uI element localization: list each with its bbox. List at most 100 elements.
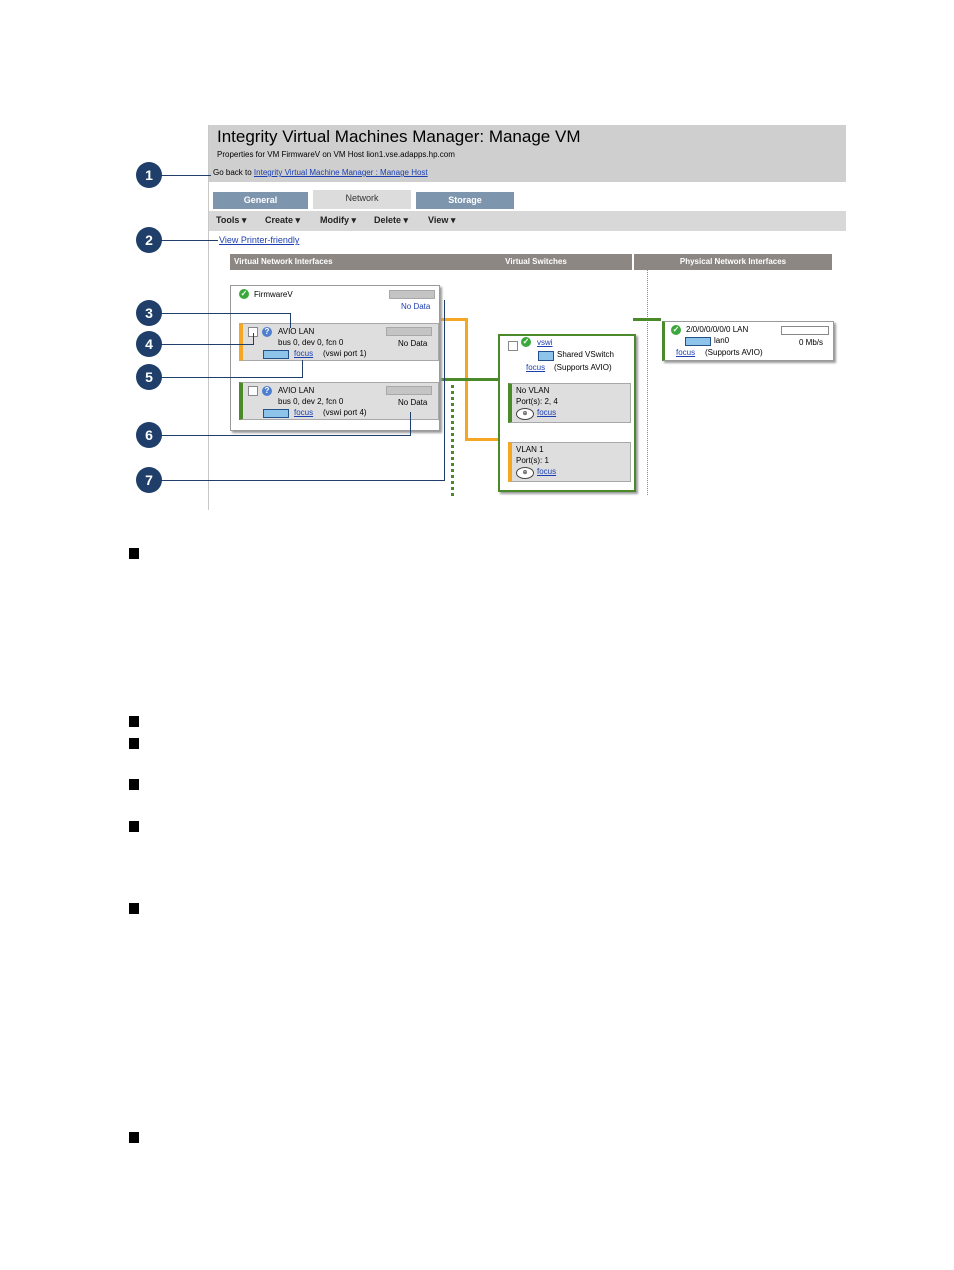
go-back-link[interactable]: Integrity Virtual Machine Manager : Mana… xyxy=(253,168,428,177)
bullet-marker xyxy=(129,1132,139,1143)
nic-type: AVIO LAN xyxy=(278,386,315,395)
pnic-support: (Supports AVIO) xyxy=(705,348,763,357)
help-icon: ? xyxy=(262,386,272,396)
ok-icon: ✓ xyxy=(239,289,249,299)
callout-leader xyxy=(290,313,291,328)
vm-name: FirmwareV xyxy=(254,290,293,299)
nic-card: ? AVIO LAN bus 0, dev 2, fcn 0 focus (vs… xyxy=(239,382,439,420)
pnic-speed: 0 Mb/s xyxy=(799,338,824,347)
utilization-bar xyxy=(386,386,432,395)
vlan-focus-link[interactable]: focus xyxy=(537,408,557,417)
bullet-marker xyxy=(129,903,139,914)
view-printer-friendly-link[interactable]: View Printer-friendly xyxy=(219,235,300,245)
vlan-focus-link[interactable]: focus xyxy=(537,467,557,476)
callout-1: 1 xyxy=(136,162,162,188)
nic-focus-link[interactable]: focus xyxy=(294,408,314,417)
vm-box: ✓ FirmwareV No Data ? AVIO LAN bus 0, de… xyxy=(230,285,440,431)
callout-leader xyxy=(302,360,303,378)
callout-leader xyxy=(410,412,411,436)
orange-connector xyxy=(465,438,499,441)
vlan-card: VLAN 1 Port(s): 1 ⊕ focus xyxy=(508,442,631,482)
tab-network[interactable]: Network xyxy=(313,190,411,209)
callout-3: 3 xyxy=(136,300,162,326)
callout-leader xyxy=(253,333,254,345)
nic-port: (vswi port 4) xyxy=(323,408,367,417)
chevron-down-icon: ▾ xyxy=(241,215,247,225)
utilization-bar xyxy=(781,326,829,335)
vlan-name: No VLAN xyxy=(516,386,550,395)
utilization-bar xyxy=(389,290,435,299)
nic-type: AVIO LAN xyxy=(278,327,315,336)
go-back: Go back to Integrity Virtual Machine Man… xyxy=(213,168,428,177)
callout-leader xyxy=(161,480,445,481)
callout-leader xyxy=(161,435,411,436)
bullet-marker xyxy=(129,548,139,559)
menu-tools[interactable]: Tools ▾ xyxy=(216,215,247,225)
network-globe-icon: ⊕ xyxy=(516,408,534,420)
vswitch-checkbox[interactable] xyxy=(508,341,518,351)
pnic-name: 2/0/0/0/0/0/0 LAN xyxy=(686,325,749,334)
menu-modify[interactable]: Modify ▾ xyxy=(320,215,357,225)
vswitch-support: (Supports AVIO) xyxy=(554,363,612,372)
nic-focus-link[interactable]: focus xyxy=(294,349,314,358)
col-virtual-switches: Virtual Switches xyxy=(440,254,632,270)
col-virtual-nics: Virtual Network Interfaces xyxy=(230,254,442,270)
vlan-name: VLAN 1 xyxy=(516,445,544,454)
nic-addr: bus 0, dev 0, fcn 0 xyxy=(278,338,344,347)
green-dotted-connector xyxy=(451,378,457,496)
vlan-ports: Port(s): 1 xyxy=(516,456,549,465)
callout-leader xyxy=(161,377,303,378)
nic-checkbox[interactable] xyxy=(248,386,258,396)
pnic-focus-link[interactable]: focus xyxy=(676,348,696,357)
bullet-marker xyxy=(129,779,139,790)
vlan-ports: Port(s): 2, 4 xyxy=(516,397,558,406)
callout-leader xyxy=(161,313,291,314)
callout-7: 7 xyxy=(136,467,162,493)
orange-connector xyxy=(439,318,467,321)
callout-4: 4 xyxy=(136,331,162,357)
nic-card: ? AVIO LAN bus 0, dev 0, fcn 0 focus (vs… xyxy=(239,323,439,361)
bullet-marker xyxy=(129,821,139,832)
dotted-divider xyxy=(647,270,648,495)
pnic-dev: lan0 xyxy=(714,336,730,345)
utilization-bar xyxy=(386,327,432,336)
bullet-marker xyxy=(129,738,139,749)
green-connector xyxy=(439,378,499,381)
page-title: Integrity Virtual Machines Manager: Mana… xyxy=(217,127,581,146)
menu-view[interactable]: View ▾ xyxy=(428,215,456,225)
nic-addr: bus 0, dev 2, fcn 0 xyxy=(278,397,344,406)
network-card-icon xyxy=(263,350,289,359)
network-card-icon xyxy=(685,337,711,346)
nic-status: No Data xyxy=(398,398,428,407)
chevron-down-icon: ▾ xyxy=(450,215,456,225)
page-header: Integrity Virtual Machines Manager: Mana… xyxy=(209,125,846,182)
ok-icon: ✓ xyxy=(671,325,681,335)
network-card-icon xyxy=(263,409,289,418)
nic-status: No Data xyxy=(398,339,428,348)
menu-bar: Tools ▾ Create ▾ Modify ▾ Delete ▾ View … xyxy=(209,211,846,231)
physical-nic-box: ✓ 2/0/0/0/0/0/0 LAN lan0 0 Mb/s focus (S… xyxy=(662,321,834,361)
menu-create[interactable]: Create ▾ xyxy=(265,215,301,225)
col-physical-nics: Physical Network Interfaces xyxy=(634,254,832,270)
vswitch-kind: Shared VSwitch xyxy=(557,350,614,359)
callout-2: 2 xyxy=(136,227,162,253)
callout-5: 5 xyxy=(136,364,162,390)
vswitch-focus-link[interactable]: focus xyxy=(526,363,546,372)
go-back-prefix: Go back to xyxy=(213,168,252,177)
chevron-down-icon: ▾ xyxy=(351,215,357,225)
chevron-down-icon: ▾ xyxy=(403,215,409,225)
callout-leader xyxy=(161,344,254,345)
vswitch-box: ✓ vswi Shared VSwitch focus (Supports AV… xyxy=(498,334,636,492)
network-globe-icon: ⊕ xyxy=(516,467,534,479)
screenshot-figure: Integrity Virtual Machines Manager: Mana… xyxy=(208,125,846,510)
tab-storage[interactable]: Storage xyxy=(416,192,514,209)
green-connector xyxy=(633,318,661,321)
page-subtitle: Properties for VM FirmwareV on VM Host l… xyxy=(217,150,455,159)
ok-icon: ✓ xyxy=(521,337,531,347)
menu-delete[interactable]: Delete ▾ xyxy=(374,215,409,225)
callout-6: 6 xyxy=(136,422,162,448)
nic-port: (vswi port 1) xyxy=(323,349,367,358)
tab-general[interactable]: General xyxy=(213,192,308,209)
vswitch-name-link[interactable]: vswi xyxy=(537,338,553,347)
switch-icon xyxy=(538,351,554,361)
